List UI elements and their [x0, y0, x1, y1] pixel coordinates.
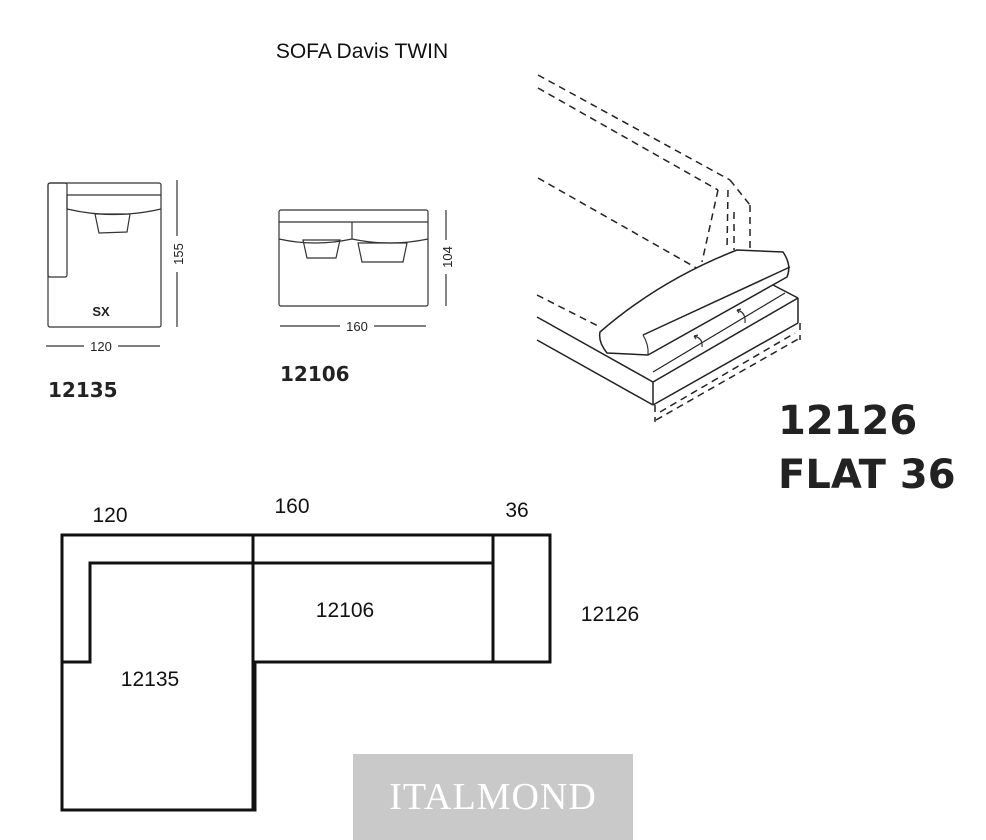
italmond-watermark: ITALMOND: [353, 754, 633, 840]
module-12106-drawing: [278, 209, 454, 335]
module-12135-side: SX: [92, 304, 110, 319]
diagram-title: SOFA Davis TWIN: [276, 40, 448, 63]
plan-label-end: 12126: [581, 603, 639, 626]
module-12106-width: 160: [346, 319, 368, 334]
module-12135-code: 12135: [48, 378, 118, 402]
module-12106-code: 12106: [280, 362, 350, 386]
plan-dim-right: 36: [505, 499, 528, 522]
module-12106-depth: 104: [440, 246, 455, 268]
plan-label-corner: 12135: [121, 668, 179, 691]
module-12135-width: 120: [90, 339, 112, 354]
sofa-plan: [60, 533, 552, 812]
plan-dim-middle: 160: [274, 495, 309, 518]
plan-dim-left: 120: [92, 504, 127, 527]
module-12135-drawing: [46, 180, 178, 354]
module-12126-name: FLAT 36: [778, 452, 956, 498]
plan-label-middle: 12106: [316, 599, 374, 622]
module-12126-drawing: [536, 74, 801, 422]
module-12126-code: 12126: [778, 398, 917, 444]
module-12135-depth: 155: [171, 243, 186, 265]
